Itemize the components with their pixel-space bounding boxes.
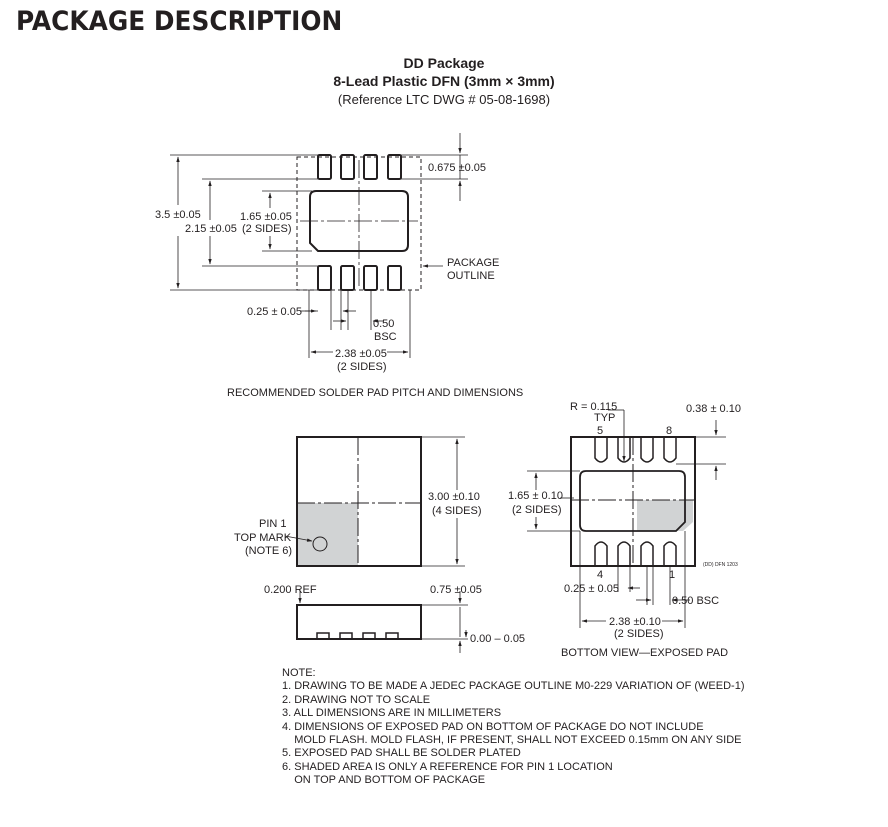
pin1-label: (NOTE 6) xyxy=(245,545,292,557)
side-view-labels: 0.200 REF 0.75 ±0.05 0.00 – 0.05 xyxy=(264,584,525,645)
solder-pad xyxy=(387,265,402,291)
dim-label: BSC xyxy=(374,331,397,343)
pin1-top-mark xyxy=(312,536,328,552)
note-item: 4. DIMENSIONS OF EXPOSED PAD ON BOTTOM O… xyxy=(282,720,704,733)
solder-pad xyxy=(363,154,378,180)
solder-pad xyxy=(340,265,355,291)
solder-pad-caption: RECOMMENDED SOLDER PAD PITCH AND DIMENSI… xyxy=(227,387,523,399)
dim-label: (2 SIDES) xyxy=(512,504,562,516)
side-lead xyxy=(339,632,353,640)
pin-number: 4 xyxy=(597,569,603,581)
package-body-top xyxy=(296,436,422,567)
notes-heading: NOTE: xyxy=(282,667,316,679)
bottom-lead xyxy=(594,438,608,463)
dim-label: PACKAGE xyxy=(447,257,499,269)
solder-pad xyxy=(340,154,355,180)
pin1-label: TOP MARK xyxy=(234,532,292,544)
drawing-code: (DD) DFN 1203 xyxy=(703,562,738,568)
dim-label: 2.38 ±0.10 xyxy=(609,616,661,628)
bottom-view-caption: BOTTOM VIEW—EXPOSED PAD xyxy=(561,647,728,659)
note-item: 6. SHADED AREA IS ONLY A REFERENCE FOR P… xyxy=(282,760,613,773)
package-outline-dashed xyxy=(296,156,422,291)
dim-label: 0.75 ±0.05 xyxy=(430,584,482,596)
dim-label: OUTLINE xyxy=(447,270,495,282)
solder-pad-labels: 3.5 ±0.05 2.15 ±0.05 1.65 ±0.05 (2 SIDES… xyxy=(155,162,523,399)
bottom-lead xyxy=(640,541,654,565)
dim-label: 0.00 – 0.05 xyxy=(470,633,525,645)
solder-pad xyxy=(317,154,332,180)
dim-label: (2 SIDES) xyxy=(337,361,387,373)
pin1-shaded-area xyxy=(298,503,358,566)
package-body-side xyxy=(296,604,422,640)
pin1-label: PIN 1 xyxy=(259,518,287,530)
pin-number: 1 xyxy=(669,569,675,581)
note-item: MOLD FLASH. MOLD FLASH, IF PRESENT, SHAL… xyxy=(282,734,742,747)
top-view-labels: PIN 1 TOP MARK (NOTE 6) 3.00 ±0.10 (4 SI… xyxy=(234,491,482,557)
pin-number: 8 xyxy=(666,425,672,437)
pin1-shaded-area xyxy=(637,500,693,531)
note-item: 2. DRAWING NOT TO SCALE xyxy=(282,693,431,706)
bottom-lead xyxy=(617,541,631,565)
bottom-lead xyxy=(663,438,677,463)
dim-label: (2 SIDES) xyxy=(614,628,664,640)
bottom-lead xyxy=(617,438,631,463)
dim-label: 1.65 ±0.05 xyxy=(240,211,292,223)
bottom-lead xyxy=(594,541,608,565)
dim-label: 0.50 BSC xyxy=(672,595,719,607)
note-item: ON TOP AND BOTTOM OF PACKAGE xyxy=(282,774,486,787)
package-subtitle: 8-Lead Plastic DFN (3mm × 3mm) xyxy=(333,73,555,89)
exposed-pad-bottom xyxy=(579,470,686,532)
dim-label: 3.00 ±0.10 xyxy=(428,491,480,503)
note-item: 1. DRAWING TO BE MADE A JEDEC PACKAGE OU… xyxy=(282,680,745,693)
package-name: DD Package xyxy=(403,55,485,71)
exposed-pad xyxy=(309,190,409,252)
bottom-lead xyxy=(663,541,677,565)
solder-pad xyxy=(363,265,378,291)
pin-number: 5 xyxy=(597,425,603,437)
bottom-view-labels: R = 0.115 TYP 0.38 ± 0.10 5 8 1.65 ± 0.1… xyxy=(508,401,741,659)
dim-label: 0.200 REF xyxy=(264,584,317,596)
dim-label: 0.675 ±0.05 xyxy=(428,162,486,174)
solder-pad-layout xyxy=(170,133,468,358)
dim-label: (2 SIDES) xyxy=(242,223,292,235)
dim-label: 0.25 ± 0.05 xyxy=(564,583,619,595)
notes: NOTE: 1. DRAWING TO BE MADE A JEDEC PACK… xyxy=(282,667,745,788)
solder-pad xyxy=(317,265,332,291)
dim-label: 3.5 ±0.05 xyxy=(155,209,201,221)
dim-label: 0.38 ± 0.10 xyxy=(686,403,741,415)
solder-pad xyxy=(387,154,402,180)
note-item: 5. EXPOSED PAD SHALL BE SOLDER PLATED xyxy=(282,747,521,760)
dim-label: TYP xyxy=(594,412,615,424)
side-lead xyxy=(362,632,376,640)
dim-label: R = 0.115 xyxy=(570,401,617,413)
page-title: PACKAGE DESCRIPTION xyxy=(16,6,343,37)
side-lead xyxy=(385,632,399,640)
dim-label: 0.25 ± 0.05 xyxy=(247,306,302,318)
package-reference: (Reference LTC DWG # 05-08-1698) xyxy=(337,92,551,107)
dim-label: (4 SIDES) xyxy=(432,505,482,517)
dim-label: 2.15 ±0.05 xyxy=(185,223,237,235)
dim-label: 2.38 ±0.05 xyxy=(335,348,387,360)
side-lead xyxy=(316,632,330,640)
bottom-lead xyxy=(640,438,654,463)
bottom-view xyxy=(527,409,726,628)
note-item: 3. ALL DIMENSIONS ARE IN MILLIMETERS xyxy=(282,707,502,720)
dim-label: 1.65 ± 0.10 xyxy=(508,490,563,502)
top-view xyxy=(284,436,465,567)
side-view xyxy=(296,591,468,653)
dim-label: 0.50 xyxy=(373,318,394,330)
